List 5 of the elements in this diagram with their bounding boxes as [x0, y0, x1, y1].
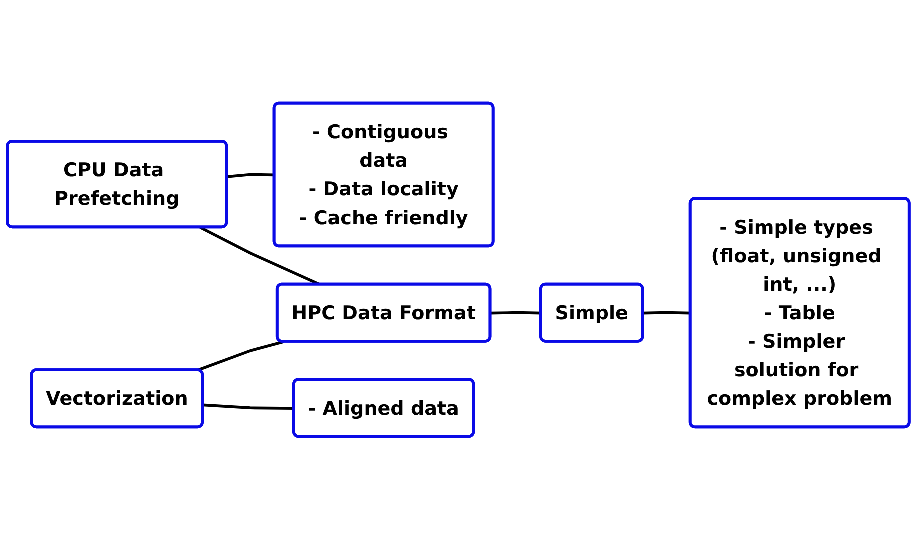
connector	[490, 311, 542, 315]
connector	[227, 173, 275, 178]
connector	[643, 311, 691, 315]
connector	[197, 340, 285, 372]
connector	[202, 404, 294, 410]
